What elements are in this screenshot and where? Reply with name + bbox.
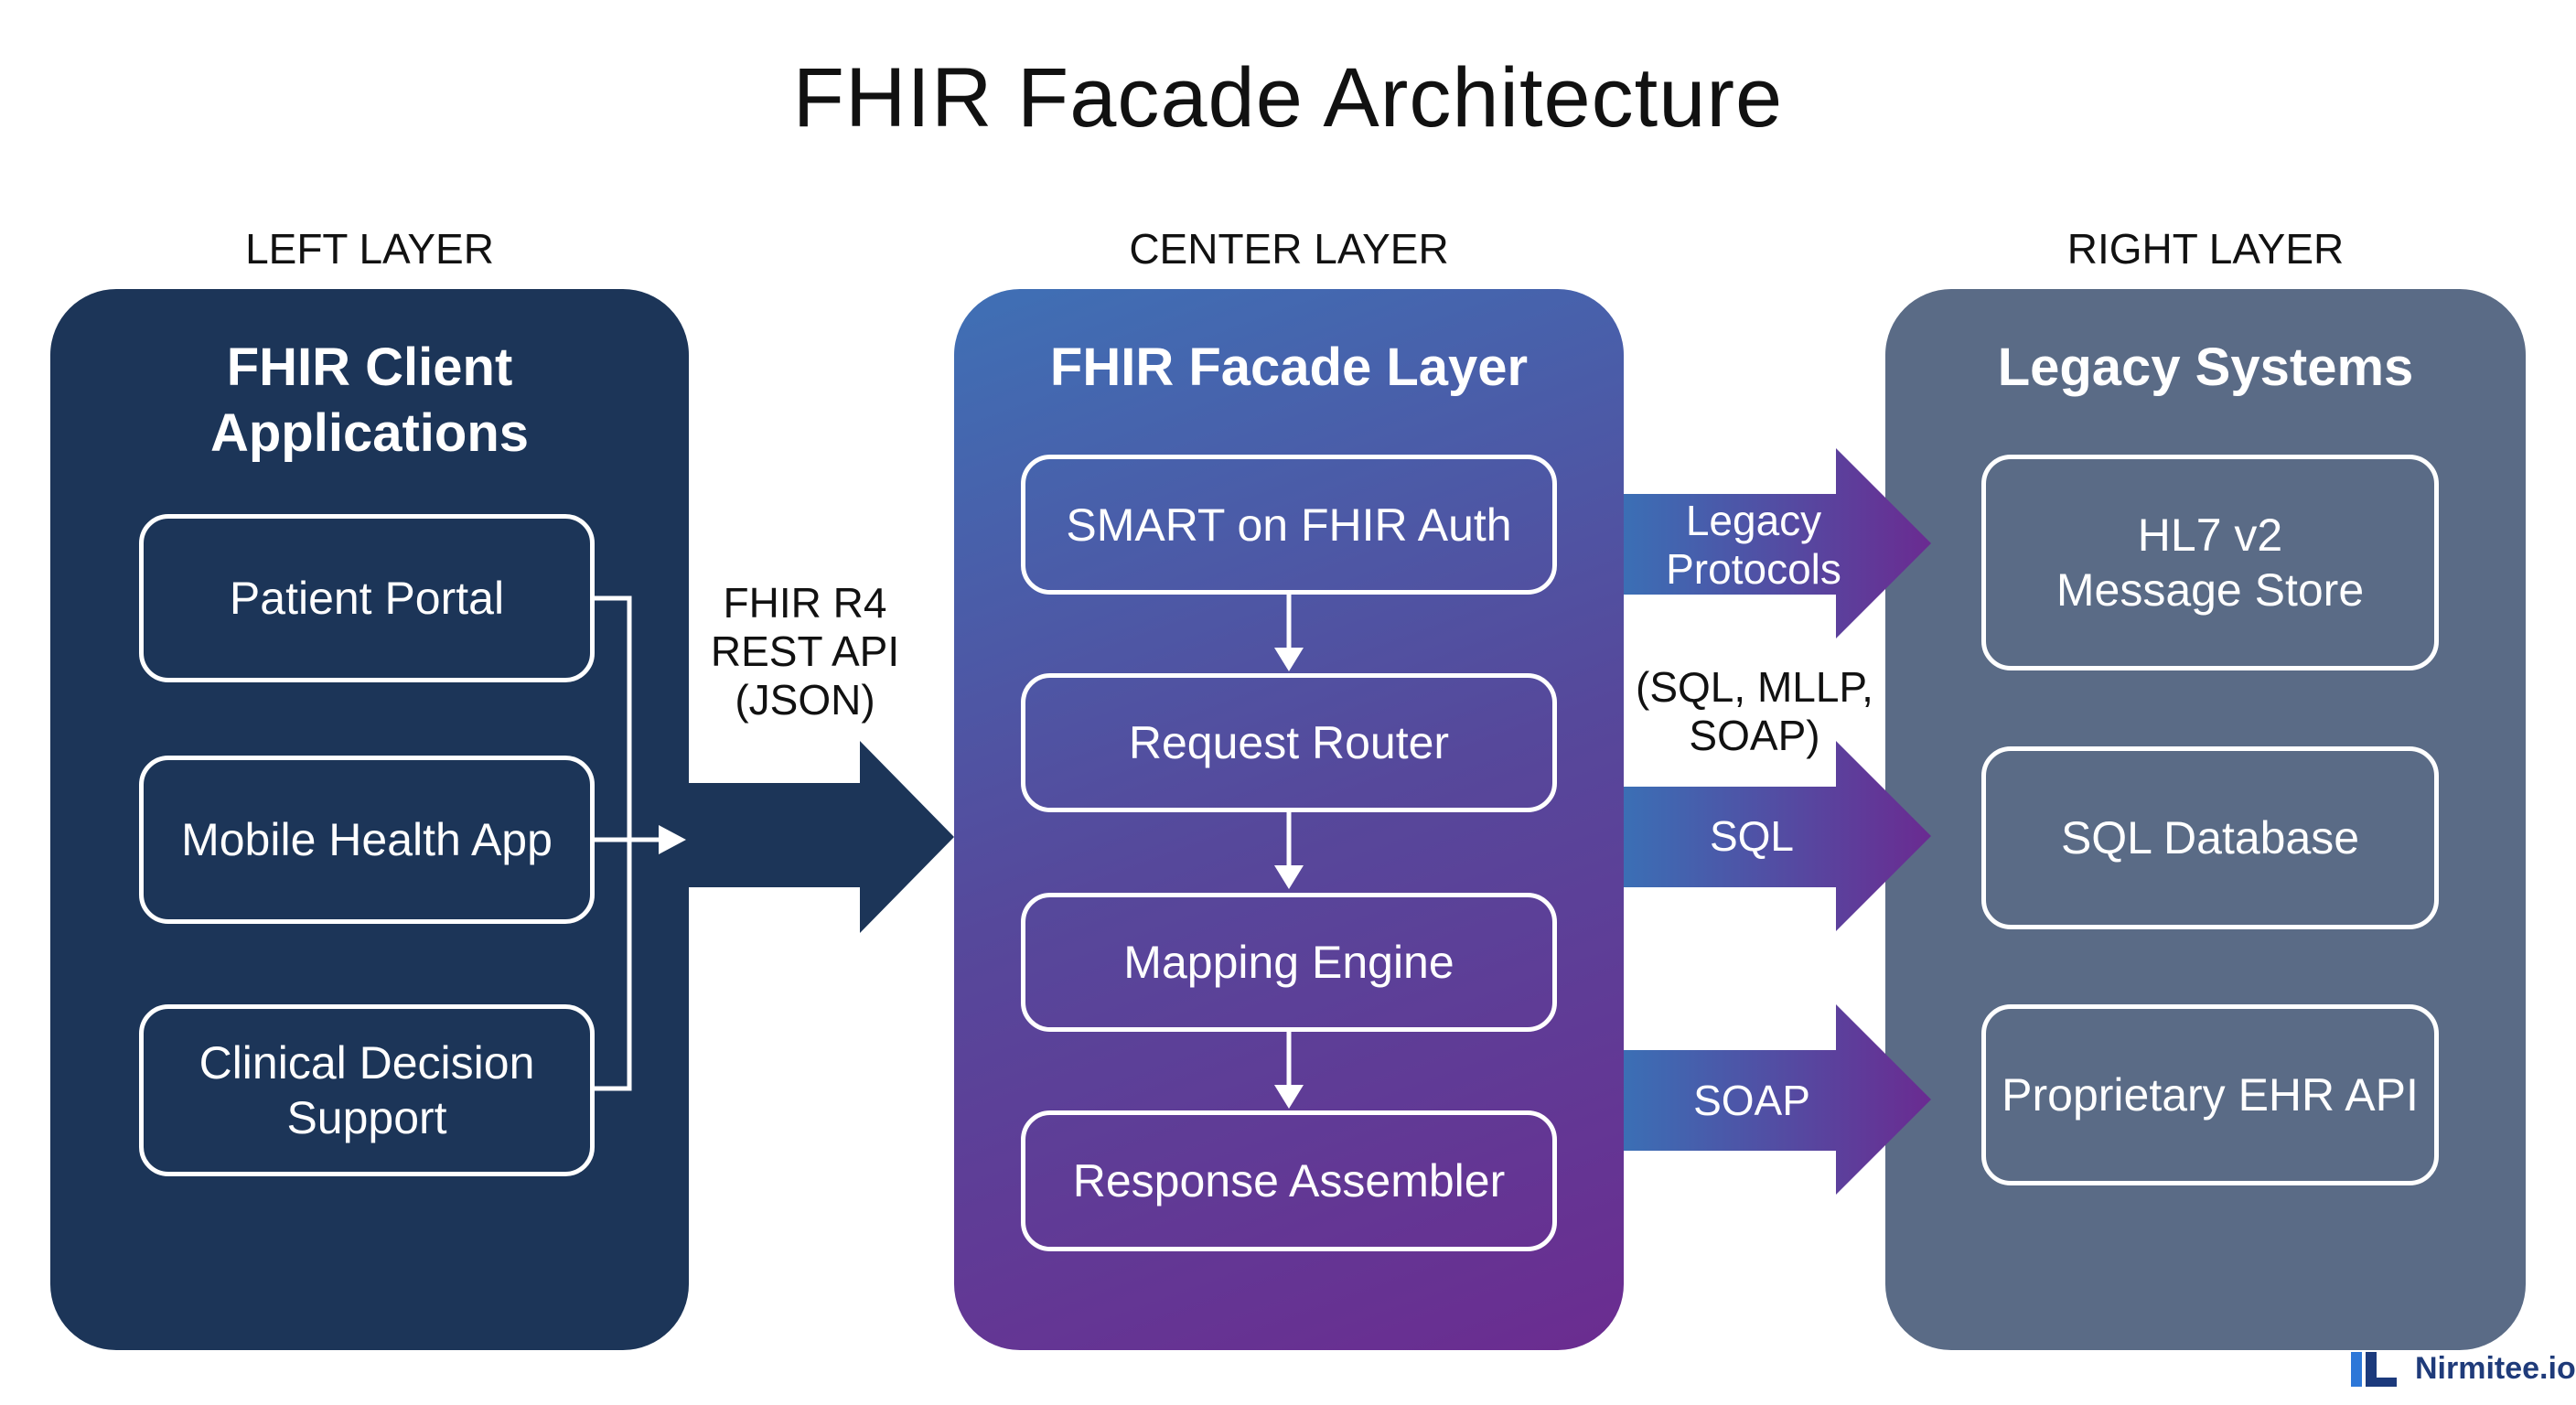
- nirmitee-logo-icon: [2351, 1352, 2397, 1387]
- flow-arrowhead-3: [1274, 1085, 1304, 1109]
- patient-portal-box: Patient Portal: [139, 514, 595, 682]
- sql-arrow: [1624, 741, 1931, 931]
- patient-portal-label: Patient Portal: [229, 573, 505, 624]
- legacy-protocols-label: Legacy Protocols: [1666, 497, 1841, 593]
- fhir-api-label: FHIR R4 REST API (JSON): [710, 579, 900, 724]
- hl7-label-line-1: HL7 v2: [2137, 509, 2283, 561]
- diagram-title: FHIR Facade Architecture: [792, 51, 1784, 145]
- clinical-decision-support-box: Clinical Decision Support: [139, 1004, 595, 1176]
- smart-on-fhir-auth-label: SMART on FHIR Auth: [1066, 499, 1512, 551]
- hl7-message-store-box: HL7 v2 Message Store: [1981, 455, 2439, 670]
- hl7-label-line-2: Message Store: [2055, 564, 2365, 616]
- clinical-decision-label-line-1: Clinical Decision: [199, 1037, 535, 1089]
- response-assembler-label: Response Assembler: [1072, 1155, 1506, 1207]
- fhir-api-arrow: [688, 741, 954, 933]
- left-panel-title: FHIR Client Applications: [209, 338, 530, 463]
- right-panel-title: Legacy Systems: [1997, 338, 2414, 397]
- proprietary-ehr-api-label: Proprietary EHR API: [2002, 1069, 2419, 1121]
- right-layer-label: RIGHT LAYER: [2066, 225, 2345, 273]
- mobile-health-app-label: Mobile Health App: [181, 814, 553, 865]
- center-layer-label: CENTER LAYER: [1129, 225, 1449, 273]
- nirmitee-logo-text: Nirmitee.io: [2415, 1351, 2576, 1386]
- sql-database-box: SQL Database: [1981, 746, 2439, 929]
- proprietary-ehr-api-box: Proprietary EHR API: [1981, 1004, 2439, 1185]
- request-router-box: Request Router: [1021, 673, 1557, 812]
- mapping-engine-label: Mapping Engine: [1123, 937, 1454, 988]
- mapping-engine-box: Mapping Engine: [1021, 893, 1557, 1032]
- sql-connector-label: SQL: [1709, 812, 1795, 860]
- client-join-arrowhead: [659, 825, 686, 854]
- left-layer-label: LEFT LAYER: [245, 225, 494, 273]
- soap-connector-label: SOAP: [1693, 1077, 1810, 1124]
- client-bracket-line: [593, 595, 632, 1091]
- smart-on-fhir-auth-box: SMART on FHIR Auth: [1021, 455, 1557, 595]
- clinical-decision-label-line-2: Support: [286, 1092, 447, 1143]
- sql-database-label: SQL Database: [2060, 812, 2360, 863]
- response-assembler-box: Response Assembler: [1021, 1110, 1557, 1251]
- request-router-label: Request Router: [1128, 717, 1450, 768]
- soap-arrow: [1624, 1004, 1931, 1195]
- center-panel-title: FHIR Facade Layer: [1049, 338, 1529, 397]
- protocols-note-label: (SQL, MLLP, SOAP): [1636, 663, 1873, 759]
- flow-arrowhead-1: [1274, 648, 1304, 671]
- legacy-protocols-arrow: [1624, 448, 1931, 638]
- mobile-health-app-box: Mobile Health App: [139, 756, 595, 924]
- flow-arrowhead-2: [1274, 865, 1304, 889]
